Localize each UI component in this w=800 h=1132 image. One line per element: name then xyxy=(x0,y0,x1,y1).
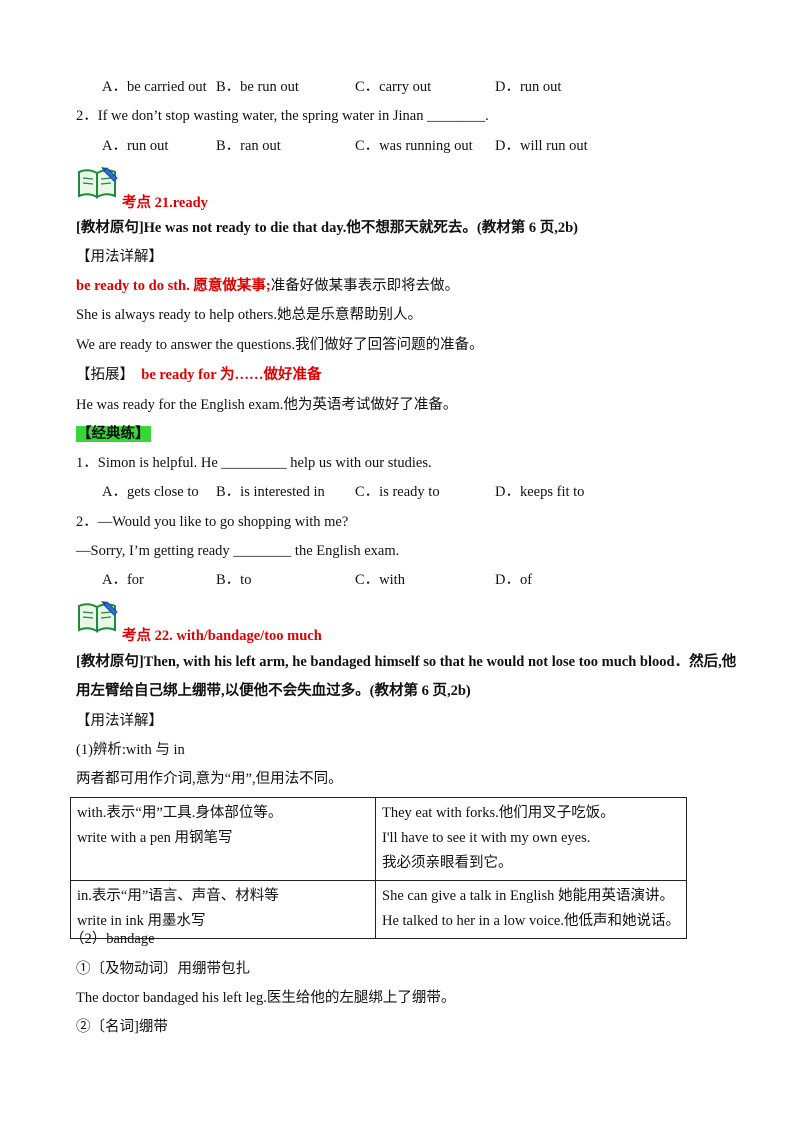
p1-option-a: A．gets close to xyxy=(102,484,199,500)
q2-option-d: D．will run out xyxy=(495,138,588,154)
p1-option-b: B．is interested in xyxy=(216,484,325,500)
extension-line: 【拓展】 be ready for 为……做好准备 xyxy=(76,366,322,384)
usage-rest: 准备好做某事表示即将去做。 xyxy=(270,278,460,294)
extension-label: 【拓展】 xyxy=(76,367,134,383)
cell-text: I'll have to see it with my own eyes. xyxy=(382,830,591,846)
bandage-sense-1: ①〔及物动词〕用绷带包扎 xyxy=(76,961,250,977)
bandage-example-1: The doctor bandaged his left leg.医生给他的左腿… xyxy=(76,990,456,1006)
practice-label: 【经典练】 xyxy=(76,426,151,442)
example-1: She is always ready to help others.她总是乐意… xyxy=(76,307,422,323)
comparison-table: with.表示“用”工具.身体部位等。 write with a pen 用钢笔… xyxy=(70,797,687,939)
intro-line: 两者都可用作介词,意为“用”,但用法不同。 xyxy=(76,771,343,787)
practice-2-stem: 2．—Would you like to go shopping with me… xyxy=(76,514,349,530)
option-c: C．carry out xyxy=(355,79,432,95)
usage-line: be ready to do sth. 愿意做某事;准备好做某事表示即将去做。 xyxy=(76,277,459,295)
q2-option-a: A．run out xyxy=(102,138,169,154)
practice-label-wrap: 【经典练】 xyxy=(76,425,151,443)
example-2: We are ready to answer the questions.我们做… xyxy=(76,337,484,353)
cell-text: write in ink 用墨水写 xyxy=(77,913,206,929)
extension-red: be ready for 为……做好准备 xyxy=(141,367,322,383)
option-b: B．be run out xyxy=(216,79,299,95)
bandage-sense-2: ②〔名词]绷带 xyxy=(76,1019,168,1035)
p2-option-c: C．with xyxy=(355,572,405,588)
cell-text: She can give a talk in English 她能用英语演讲。 xyxy=(382,888,674,904)
book-pen-icon xyxy=(78,167,118,199)
option-a: A．be carried out xyxy=(102,79,207,95)
usage-heading-22: 【用法详解】 xyxy=(76,713,163,729)
question-2-stem: 2．If we don’t stop wasting water, the sp… xyxy=(76,108,489,124)
textbook-original-22-line2: 用左臂给自己绑上绷带,以便他不会失血过多。(教材第 6 页,2b) xyxy=(76,683,471,699)
table-cell: She can give a talk in English 她能用英语演讲。 … xyxy=(375,880,687,939)
cell-text: He talked to her in a low voice.他低声和她说话。 xyxy=(382,913,680,929)
cell-text: They eat with forks.他们用叉子吃饭。 xyxy=(382,805,615,821)
cell-text: with.表示“用”工具.身体部位等。 xyxy=(77,805,283,821)
subheading-bandage: （2）bandage xyxy=(70,931,155,947)
book-pen-icon xyxy=(78,601,118,633)
p2-option-a: A．for xyxy=(102,572,144,588)
table-row: in.表示“用”语言、声音、材料等 write in ink 用墨水写 She … xyxy=(70,880,687,939)
practice-1-stem: 1．Simon is helpful. He _________ help us… xyxy=(76,455,432,471)
table-cell: in.表示“用”语言、声音、材料等 write in ink 用墨水写 xyxy=(70,880,376,939)
textbook-original-21: [教材原句]He was not ready to die that day.他… xyxy=(76,220,578,236)
kaodian-22-title: 考点 22. with/bandage/too much xyxy=(122,628,322,644)
p1-option-d: D．keeps fit to xyxy=(495,484,585,500)
table-cell: They eat with forks.他们用叉子吃饭。 I'll have t… xyxy=(375,797,687,881)
table-cell: with.表示“用”工具.身体部位等。 write with a pen 用钢笔… xyxy=(70,797,376,881)
kaodian-21-title: 考点 21.ready xyxy=(122,195,208,211)
cell-text: 我必须亲眼看到它。 xyxy=(382,855,513,871)
subheading-with-in: (1)辨析:with 与 in xyxy=(76,742,185,758)
p1-option-c: C．is ready to xyxy=(355,484,440,500)
usage-red: be ready to do sth. 愿意做某事; xyxy=(76,278,271,294)
p2-option-d: D．of xyxy=(495,572,533,588)
usage-heading-21: 【用法详解】 xyxy=(76,249,163,265)
q2-option-b: B．ran out xyxy=(216,138,281,154)
extension-example: He was ready for the English exam.他为英语考试… xyxy=(76,397,458,413)
practice-2-reply: —Sorry, I’m getting ready ________ the E… xyxy=(76,543,400,559)
table-row: with.表示“用”工具.身体部位等。 write with a pen 用钢笔… xyxy=(70,797,687,881)
cell-text: in.表示“用”语言、声音、材料等 xyxy=(77,888,279,904)
textbook-original-22-line1: [教材原句]Then, with his left arm, he bandag… xyxy=(76,654,737,670)
option-d: D．run out xyxy=(495,79,562,95)
q2-option-c: C．was running out xyxy=(355,138,473,154)
p2-option-b: B．to xyxy=(216,572,252,588)
cell-text: write with a pen 用钢笔写 xyxy=(77,830,233,846)
